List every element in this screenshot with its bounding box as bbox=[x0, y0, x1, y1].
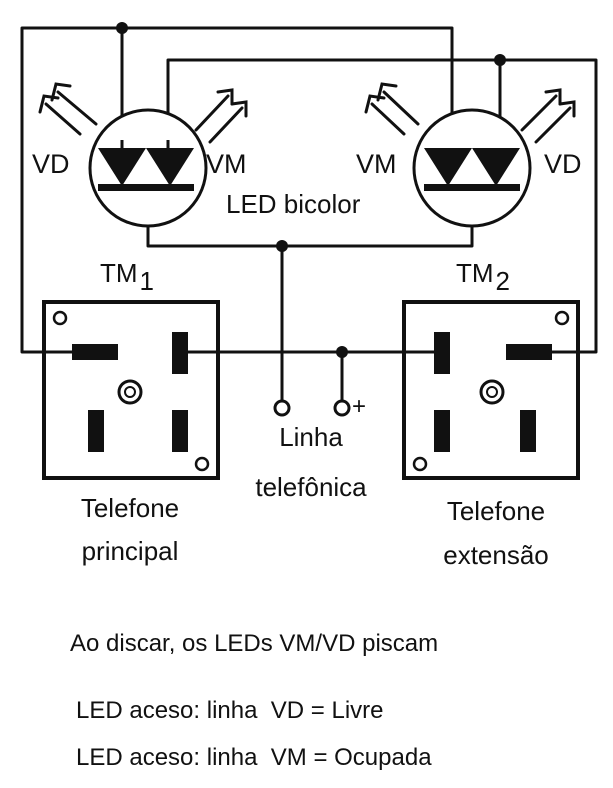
label-phone-main-1: Telefone bbox=[81, 493, 179, 523]
label-led-bicolor: LED bicolor bbox=[226, 189, 361, 219]
label-tm2-sub: 2 bbox=[496, 266, 510, 296]
light-arrows-right-2 bbox=[520, 88, 576, 144]
junction-dot bbox=[336, 346, 348, 358]
phone-jack-main bbox=[42, 300, 220, 480]
phone-jack-extension bbox=[402, 300, 580, 480]
label-tm1-sub: 1 bbox=[140, 266, 154, 296]
label-tm2: TM2 bbox=[456, 258, 510, 296]
label-vd-right: VD bbox=[544, 149, 582, 179]
junction-dot bbox=[116, 22, 128, 34]
note-line-2: LED aceso: linha VD = Livre bbox=[76, 697, 384, 724]
wire-top-left bbox=[120, 26, 454, 150]
note-line-3: LED aceso: linha VM = Ocupada bbox=[76, 744, 432, 771]
label-phone-main-2: principal bbox=[82, 536, 179, 566]
label-phone-ext-2: extensão bbox=[443, 540, 549, 570]
junction-dot bbox=[494, 54, 506, 66]
light-arrows-left bbox=[38, 82, 98, 136]
label-line-2: telefônica bbox=[255, 472, 367, 502]
led-bicolor-left bbox=[88, 108, 208, 228]
line-terminal-left bbox=[273, 399, 291, 417]
label-tm1: TM1 bbox=[100, 258, 154, 296]
label-phone-ext-1: Telefone bbox=[447, 496, 545, 526]
note-line-1: Ao discar, os LEDs VM/VD piscam bbox=[70, 630, 438, 657]
light-arrows-left-2 bbox=[194, 88, 248, 144]
label-vm-left: VM bbox=[206, 149, 247, 179]
label-vd-left: VD bbox=[32, 149, 70, 179]
label-vm-right: VM bbox=[356, 149, 397, 179]
light-arrows-right bbox=[364, 82, 420, 136]
junction-dot bbox=[276, 240, 288, 252]
label-plus: + bbox=[352, 393, 366, 420]
label-line-1: Linha bbox=[279, 422, 343, 452]
line-terminal-right bbox=[333, 399, 351, 417]
led-bicolor-right bbox=[412, 108, 532, 228]
